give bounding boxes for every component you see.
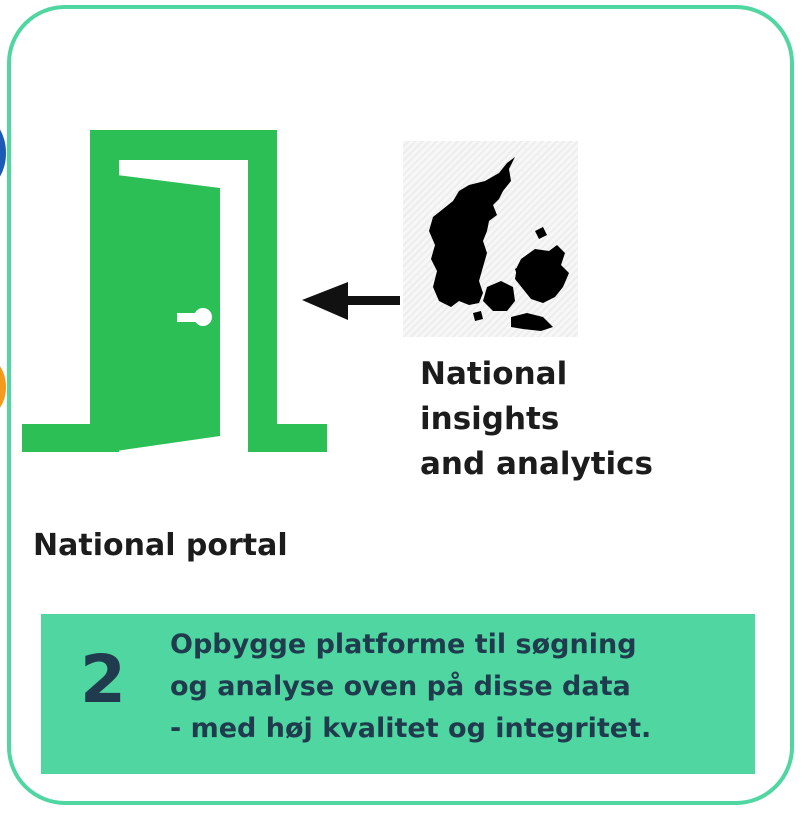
open-door-icon [22,130,327,452]
step-number: 2 [80,641,126,718]
national-insights-label: National insights and analytics [420,356,653,482]
national-portal-label: National portal [33,528,288,563]
orange-circle-edge [0,356,6,418]
denmark-map-icon [429,157,569,331]
step-description: Opbygge platforme til søgning og analyse… [170,629,652,744]
step-callout-box [41,614,755,774]
blue-circle-edge [0,118,6,188]
map-background [403,141,578,337]
arrow-left-icon [302,282,400,320]
